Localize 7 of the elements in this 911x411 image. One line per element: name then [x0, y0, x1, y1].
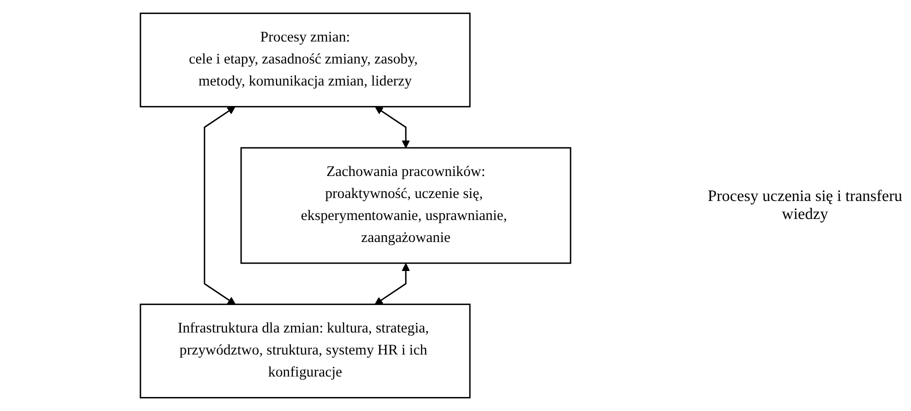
arrow [204, 106, 236, 305]
node-box: Infrastruktura dla zmian: kultura, strategia, przywództwo, struktura, systemy HR i ich konfiguracje [140, 304, 471, 398]
node-box: Zachowania pracowników: proaktywność, uczenie się, eksperymentowanie, usprawnianie, zaangażowanie [240, 147, 572, 264]
arrow [374, 106, 410, 148]
node-box: Procesy zmian: cele i etapy, zasadność zmiany, zasoby, metody, komunikacja zmian, liderzy [140, 12, 471, 108]
note-text: Procesy uczenia się i transferu wiedzy [706, 188, 904, 224]
arrow [374, 263, 410, 305]
